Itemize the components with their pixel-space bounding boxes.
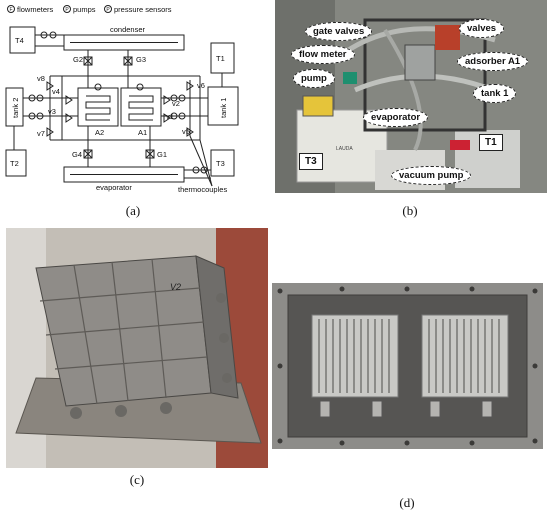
A2-label: A2 — [95, 128, 104, 137]
G2-label: G2 — [73, 55, 83, 64]
v7-label: v7 — [37, 129, 45, 138]
caption-a: (a) — [125, 203, 141, 218]
tag-valves: valves — [459, 19, 505, 38]
caption-b: (b) — [402, 203, 418, 218]
block-marking: V2 — [170, 282, 182, 292]
caption-d: (d) — [399, 495, 415, 510]
adsorber-block-svg — [6, 228, 268, 468]
tank1-label: tank 1 — [219, 98, 228, 118]
G3-label: G3 — [136, 55, 146, 64]
schematic-svg: F P P flowmeters pumps pressure sensors … — [5, 5, 239, 194]
condenser-label: condenser — [110, 25, 146, 34]
v2-label: v2 — [172, 99, 180, 108]
tag-vacuum-pump: vacuum pump — [391, 166, 472, 185]
T2-label: T2 — [10, 159, 19, 168]
T3-label: T3 — [216, 159, 225, 168]
tag-flow-meter: flow meter — [291, 45, 355, 64]
legend-pressure-sensors: pressure sensors — [114, 5, 172, 14]
v4-label: v4 — [52, 87, 60, 96]
v6-label: v6 — [197, 81, 205, 90]
pump-legend-icon — [63, 5, 71, 13]
tank1-box — [207, 86, 239, 126]
evaporator-box — [63, 166, 185, 183]
photo-setup: gate valves valves flow meter adsorber A… — [275, 0, 547, 193]
chamber-photo-svg — [272, 283, 543, 449]
schematic-panel: F P P flowmeters pumps pressure sensors … — [0, 0, 270, 200]
tag-T3: T3 — [299, 153, 323, 170]
flowmeter-legend-icon — [7, 5, 15, 13]
photo-chamber — [272, 283, 543, 449]
caption-c: (c) — [129, 472, 145, 487]
T3-box — [210, 149, 235, 177]
G1-label: G1 — [157, 150, 167, 159]
v5-label: v5 — [182, 127, 190, 136]
legend-flowmeters: flowmeters — [17, 5, 54, 14]
T2-box — [5, 149, 27, 177]
tag-adsorber-a1: adsorber A1 — [457, 52, 529, 71]
evaporator-label: evaporator — [96, 183, 132, 192]
tag-T1: T1 — [479, 134, 503, 151]
T4-box — [9, 26, 36, 54]
tag-tank1: tank 1 — [473, 84, 517, 103]
T1-label: T1 — [216, 54, 225, 63]
bath-brand: LAUDA — [336, 146, 353, 152]
tag-evaporator: evaporator — [363, 108, 429, 127]
pressure-sensor-legend-icon — [104, 5, 112, 13]
legend-p-glyph: P — [65, 7, 69, 13]
A1-label: A1 — [138, 128, 147, 137]
tag-pump: pump — [293, 69, 335, 88]
adsorber-A1 — [120, 87, 162, 127]
adsorber-A2 — [77, 87, 119, 127]
v8-label: v8 — [37, 74, 45, 83]
tank2-label: tank 2 — [11, 98, 20, 118]
condenser-box — [63, 34, 185, 51]
photo-adsorber-block: V2 — [6, 228, 268, 468]
legend-f-glyph: F — [9, 7, 12, 13]
legend-p2-glyph: P — [106, 7, 110, 13]
v3-label: v3 — [48, 107, 56, 116]
v1-label: v1 — [166, 112, 174, 121]
G4-label: G4 — [72, 150, 82, 159]
tag-gate-valves: gate valves — [305, 22, 373, 41]
T4-label: T4 — [15, 36, 24, 45]
thermocouples-label: thermocouples — [178, 185, 227, 194]
legend-pumps: pumps — [73, 5, 96, 14]
